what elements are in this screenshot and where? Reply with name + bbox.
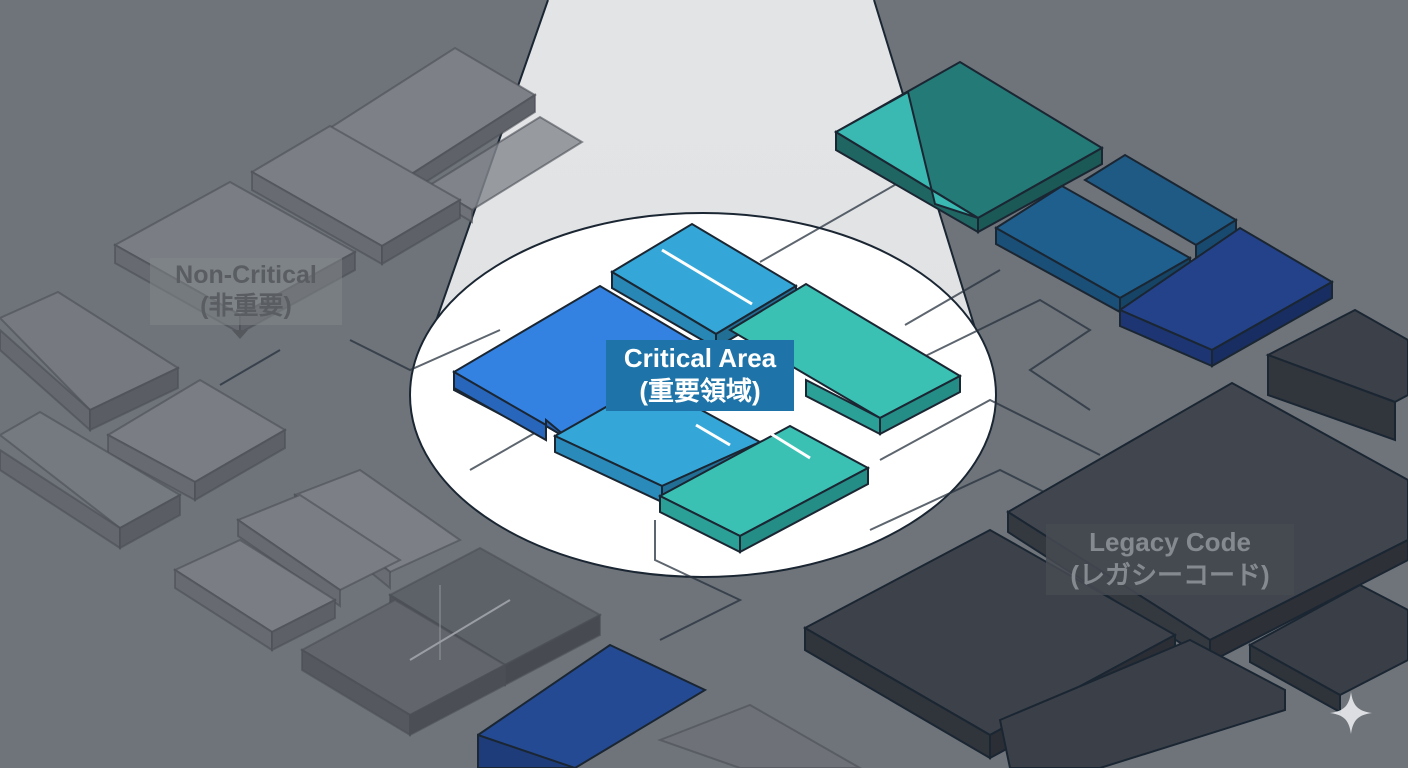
down-arrow-icon [232,330,248,339]
non-critical-title: Non-Critical [175,261,317,289]
navy-block-bottom [477,643,708,768]
legacy-code-subtitle: (レガシーコード) [1070,559,1270,590]
critical-area-title: Critical Area [623,343,777,373]
non-critical-label: Non-Critical (非重要) [150,258,342,325]
connector-lines [219,181,1101,641]
critical-area-subtitle: (重要領域) [639,375,761,406]
sparkle-icon [1330,692,1372,734]
non-critical-subtitle: (非重要) [200,292,292,321]
legacy-code-label: Legacy Code (レガシーコード) [1046,524,1294,595]
critical-area-label: Critical Area (重要領域) [606,340,794,411]
legacy-code-title: Legacy Code [1089,527,1251,557]
